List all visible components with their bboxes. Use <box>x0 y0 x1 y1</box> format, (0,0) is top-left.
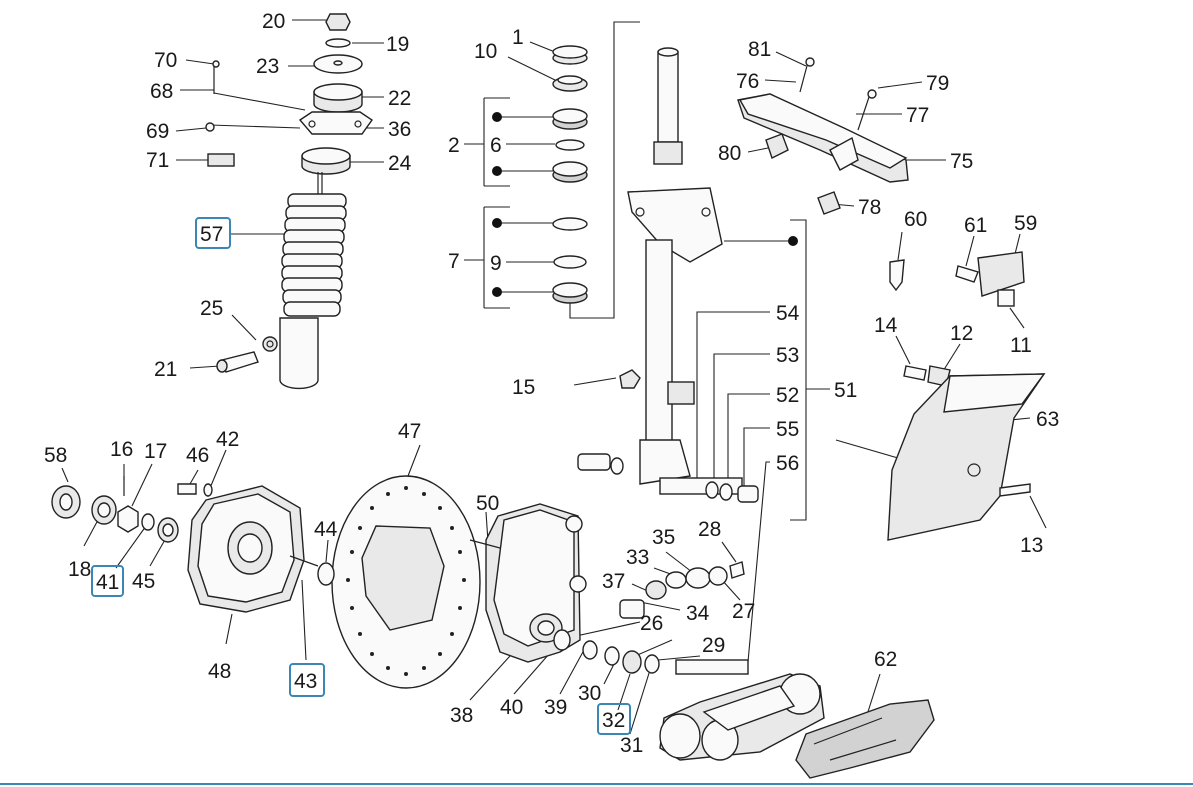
callout-13: 13 <box>1020 534 1043 557</box>
callout-58: 58 <box>44 444 67 467</box>
callout-54: 54 <box>776 302 800 325</box>
swing-arm-cover <box>795 699 935 779</box>
callout-35: 35 <box>652 526 675 549</box>
callout-69: 69 <box>146 120 169 143</box>
handlebar-bracket <box>737 57 909 215</box>
callout-11: 11 <box>1010 334 1032 357</box>
callout-68: 68 <box>150 80 173 103</box>
callout-47: 47 <box>398 420 421 443</box>
callout-30: 30 <box>578 682 601 705</box>
shock-bellows <box>281 193 347 317</box>
shock-absorber-assembly <box>205 13 373 390</box>
steering-bearing-stack <box>552 45 588 304</box>
callout-77: 77 <box>906 104 929 127</box>
callout-42: 42 <box>216 428 239 451</box>
callout-38: 38 <box>450 704 473 727</box>
callout-78: 78 <box>858 196 881 219</box>
callout-61: 61 <box>964 214 987 237</box>
callout-21: 21 <box>154 358 177 381</box>
kit-bullets <box>492 112 798 297</box>
callout-20: 20 <box>262 10 285 33</box>
callout-63: 63 <box>1036 408 1059 431</box>
callout-50: 50 <box>476 492 499 515</box>
callout-48: 48 <box>208 660 231 683</box>
callout-41: 41 <box>96 571 119 594</box>
callout-53: 53 <box>776 344 799 367</box>
callout-37: 37 <box>602 570 625 593</box>
callout-31: 31 <box>620 734 643 757</box>
leader-lines <box>61 19 1047 735</box>
callout-56: 56 <box>776 452 799 475</box>
callout-60: 60 <box>904 208 927 231</box>
callout-55: 55 <box>776 418 799 441</box>
callout-34: 34 <box>686 602 710 625</box>
callout-18: 18 <box>68 558 91 581</box>
callout-10: 10 <box>474 40 497 63</box>
callout-79: 79 <box>926 72 949 95</box>
callout-26: 26 <box>640 612 663 635</box>
callout-15: 15 <box>512 376 535 399</box>
callout-46: 46 <box>186 444 209 467</box>
callout-labels: 20 19 70 23 68 22 69 36 71 24 57 25 21 1… <box>44 10 1059 757</box>
callout-24: 24 <box>388 152 412 175</box>
callout-25: 25 <box>200 297 223 320</box>
callout-2: 2 <box>448 134 460 157</box>
callout-16: 16 <box>110 438 133 461</box>
callout-22: 22 <box>388 87 411 110</box>
callout-80: 80 <box>718 142 741 165</box>
callout-39: 39 <box>544 696 567 719</box>
callout-45: 45 <box>132 570 155 593</box>
callout-76: 76 <box>736 70 759 93</box>
callout-19: 19 <box>386 33 409 56</box>
callout-43: 43 <box>294 670 317 693</box>
callout-40: 40 <box>500 696 523 719</box>
callout-28: 28 <box>698 518 721 541</box>
callout-51: 51 <box>834 379 857 402</box>
swing-arm <box>659 673 825 761</box>
wheel-hub <box>187 485 335 613</box>
callout-32: 32 <box>602 709 625 732</box>
callout-33: 33 <box>626 546 649 569</box>
pin-small-parts <box>582 561 749 675</box>
callout-57: 57 <box>200 223 223 246</box>
clips-and-screws <box>889 251 1025 387</box>
callout-1: 1 <box>512 26 524 49</box>
callout-44: 44 <box>314 518 338 541</box>
callout-59: 59 <box>1014 212 1037 235</box>
callout-62: 62 <box>874 648 897 671</box>
callout-9: 9 <box>490 252 502 275</box>
callout-14: 14 <box>874 314 898 337</box>
steering-column-fork <box>577 47 759 503</box>
callout-70: 70 <box>154 49 177 72</box>
front-cover <box>887 373 1046 541</box>
callout-75: 75 <box>950 150 973 173</box>
callout-81: 81 <box>748 38 771 61</box>
callout-52: 52 <box>776 384 799 407</box>
callout-17: 17 <box>144 440 167 463</box>
callout-27: 27 <box>732 600 755 623</box>
callout-6: 6 <box>490 134 502 157</box>
axle-bearings <box>51 476 213 543</box>
callout-36: 36 <box>388 118 411 141</box>
highlight-boxes <box>91 217 631 735</box>
brake-caliper <box>469 503 587 663</box>
callout-7: 7 <box>448 250 460 273</box>
callout-12: 12 <box>950 322 973 345</box>
callout-29: 29 <box>702 634 725 657</box>
brake-disc <box>331 475 481 689</box>
callout-23: 23 <box>256 55 279 78</box>
callout-71: 71 <box>146 149 169 172</box>
